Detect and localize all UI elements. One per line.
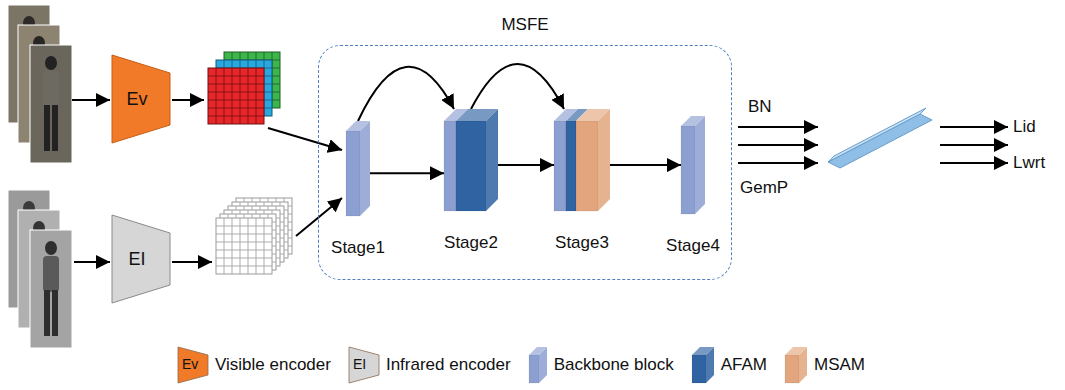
encoder-label: EI <box>128 249 145 270</box>
swatch-label: EI <box>353 356 366 372</box>
photo-frame <box>30 45 72 163</box>
stage-arrow <box>610 164 681 166</box>
stage-block: Stage1 <box>346 121 370 216</box>
legend-item: Ev Visible encoder <box>178 346 331 384</box>
person-head <box>45 241 57 255</box>
legend-swatch <box>692 347 714 383</box>
flow-arrow <box>268 128 342 150</box>
flow-arrow <box>738 162 818 164</box>
skip-connection <box>358 67 454 121</box>
backbone-block <box>346 131 360 216</box>
msfe-module: MSFEStage1Stage2Stage3Stage4 <box>318 45 732 280</box>
person-leg <box>44 105 50 151</box>
legend-swatch <box>529 347 547 383</box>
flow-arrow <box>940 126 1008 128</box>
loss-label: Lwrt <box>1013 153 1045 173</box>
backbone-block <box>444 121 456 211</box>
block-swatch-side <box>706 347 714 383</box>
encoder-label: Ev <box>126 89 147 110</box>
encoder-swatch <box>349 347 379 383</box>
legend-item: EI Infrared encoder <box>349 346 511 384</box>
swatch-shape <box>529 347 547 383</box>
swatch-label: Ev <box>182 356 198 372</box>
stage-block: Stage2 <box>444 109 498 211</box>
block-stack <box>554 109 610 211</box>
flow-arrow <box>738 126 818 128</box>
feature-map <box>208 68 264 124</box>
stage-arrow <box>370 172 444 174</box>
stage-block: Stage4 <box>681 116 705 214</box>
stage-label: Stage2 <box>444 233 498 253</box>
stage-label: Stage1 <box>331 238 385 258</box>
block-stack <box>444 109 498 211</box>
legend-text: Visible encoder <box>215 355 331 375</box>
grid-line <box>208 116 264 117</box>
legend-item: MSAM <box>785 346 865 384</box>
block-stack <box>346 121 370 216</box>
legend-swatch: Ev <box>178 347 208 383</box>
module-title: MSFE <box>501 15 548 35</box>
block-swatch <box>785 355 799 383</box>
stage-label: Stage4 <box>666 236 720 256</box>
person-leg <box>52 290 58 336</box>
person-head <box>45 56 57 70</box>
block-swatch <box>692 355 706 383</box>
afam-block-side <box>486 109 498 211</box>
block-swatch-side <box>539 347 547 383</box>
legend-text: Infrared encoder <box>386 355 511 375</box>
flow-arrow <box>172 99 204 101</box>
legend-swatch <box>785 347 807 383</box>
infrared-encoder: EI <box>112 215 170 303</box>
flow-arrow <box>296 198 342 236</box>
afam-block <box>566 121 576 211</box>
encoder-trapezoid <box>112 55 170 143</box>
backbone-block-side <box>360 121 370 216</box>
block-swatch-side <box>799 347 807 383</box>
pooling-label: GemP <box>740 178 788 198</box>
feature-vector-top <box>828 108 926 162</box>
block-swatch <box>529 355 539 383</box>
encoder-trapezoid <box>112 215 170 303</box>
flow-arrow <box>940 162 1008 164</box>
grid-line <box>216 266 272 267</box>
swatch-shape <box>692 347 714 383</box>
feature-map <box>216 218 272 274</box>
swatch-shape <box>785 347 807 383</box>
legend-text: AFAM <box>721 355 767 375</box>
flow-arrow <box>172 261 212 263</box>
stage-label: Stage3 <box>555 233 609 253</box>
backbone-block-side <box>695 116 705 214</box>
afam-block <box>456 121 486 211</box>
pooling-label: BN <box>748 97 772 117</box>
stage-arrow <box>498 164 554 166</box>
loss-label: Lid <box>1013 117 1036 137</box>
flow-arrow <box>738 144 818 146</box>
encoder-swatch <box>178 347 208 383</box>
photo-frame <box>30 230 72 348</box>
skip-connection <box>471 64 564 109</box>
flow-arrow <box>74 261 110 263</box>
feature-vector <box>828 114 932 168</box>
backbone-block <box>554 121 566 211</box>
backbone-block <box>681 126 695 214</box>
legend-swatch: EI <box>349 347 379 383</box>
visible-encoder: Ev <box>112 55 170 143</box>
legend-item: Backbone block <box>529 346 674 384</box>
legend-item: AFAM <box>692 346 767 384</box>
flow-arrow <box>940 144 1008 146</box>
person-body <box>43 256 59 292</box>
legend-text: MSAM <box>814 355 865 375</box>
person-body <box>43 71 59 107</box>
stage-block: Stage3 <box>554 109 610 211</box>
msam-block-side <box>598 109 610 211</box>
flow-arrow <box>72 99 110 101</box>
person-leg <box>44 290 50 336</box>
block-stack <box>681 116 705 214</box>
msam-block <box>576 121 598 211</box>
legend-text: Backbone block <box>554 355 674 375</box>
person-leg <box>52 105 58 151</box>
